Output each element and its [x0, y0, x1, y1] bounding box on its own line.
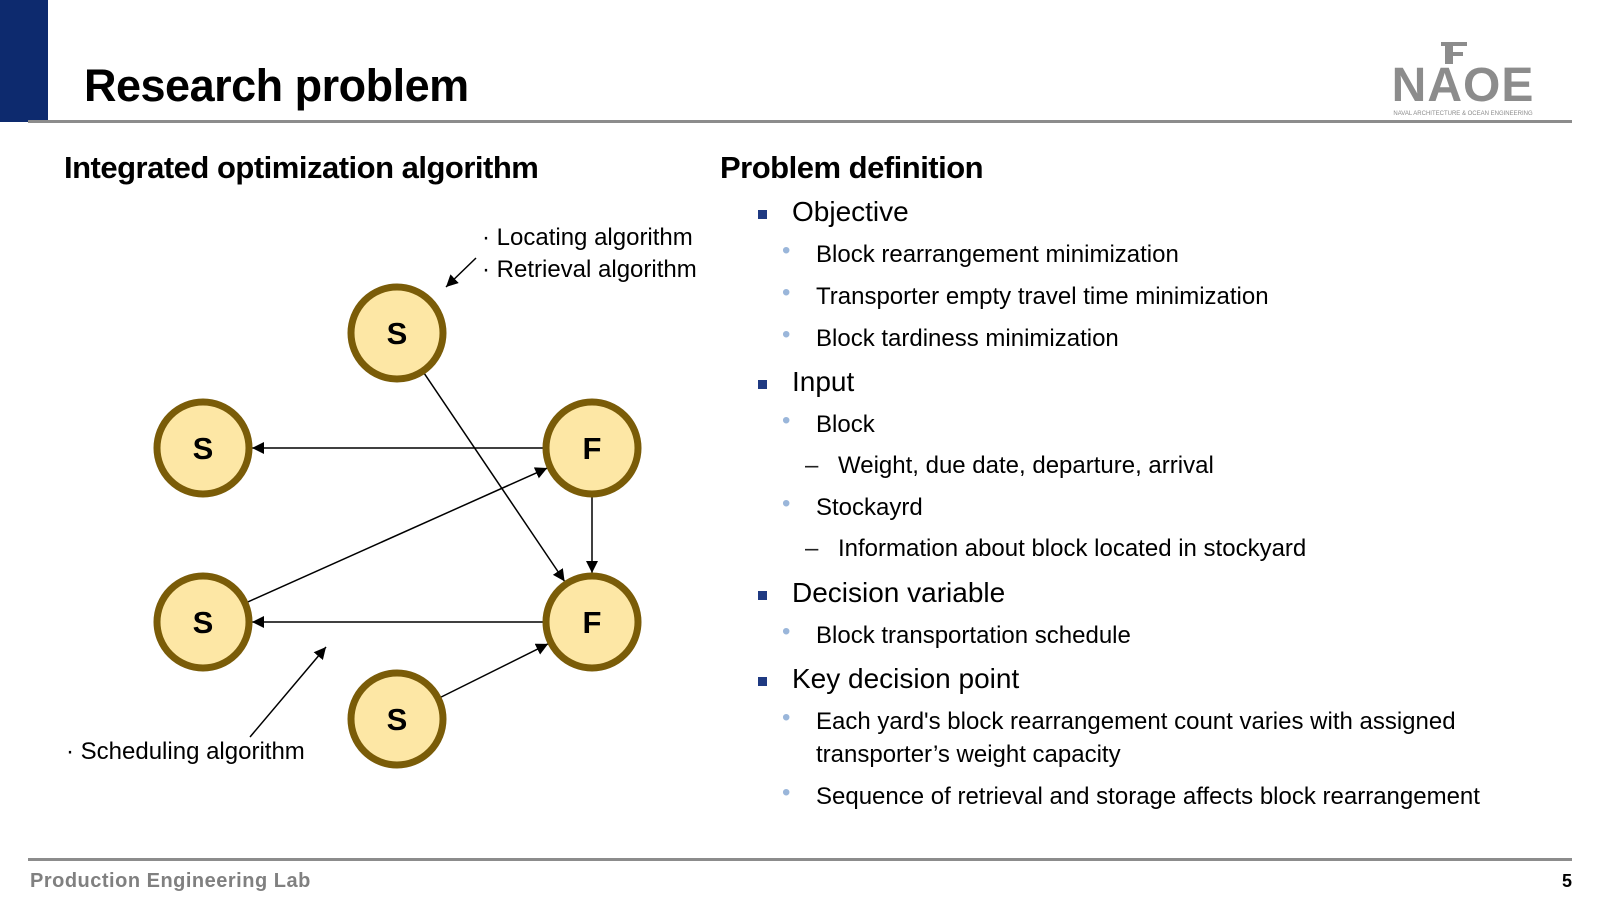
locating-retrieval-pointer-arrow [445, 257, 477, 288]
page-number: 5 [1561, 871, 1572, 891]
node-label: F [583, 605, 602, 640]
footer-lab-name: Production Engineering Lab [30, 870, 311, 892]
logo-text: NAOE [1391, 59, 1535, 112]
outline-item-level-2: Block transportation schedule [756, 618, 1131, 650]
outline-item-level-2: Block tardiness minimization [756, 321, 1119, 353]
algorithm-network-diagram: S S F S F S [153, 257, 642, 769]
node-circle [542, 572, 642, 672]
naoe-logo: NAOE NAVAL ARCHITECTURE & OCEAN ENGINEER… [1378, 40, 1548, 122]
node-label: F [583, 431, 602, 466]
logo-mark-icon [1441, 42, 1467, 64]
outline-item-level-2: Stockayrd [756, 490, 923, 522]
scheduling-pointer-arrow [249, 646, 327, 738]
outline-item-level-2: Sequence of retrieval and storage affect… [756, 779, 1480, 811]
node-f2: F [542, 572, 642, 672]
header-divider [28, 120, 1572, 123]
left-section-heading: Integrated optimization algorithm [64, 150, 539, 185]
outline-item-level-1: Key decision point [756, 663, 1019, 695]
outline-item-level-1: Objective [756, 196, 909, 228]
node-circle [347, 669, 447, 769]
locating-algorithm-label: · Locating algorithm [482, 224, 693, 251]
outline-item-level-2: Each yard's block rearrangement count va… [756, 704, 1456, 736]
footer-divider [28, 858, 1572, 861]
node-f1: F [542, 398, 642, 498]
edge-s3-to-f1 [246, 467, 548, 604]
node-label: S [193, 431, 214, 466]
right-section-heading: Problem definition [720, 150, 984, 185]
node-circle [542, 398, 642, 498]
outline-item-level-1: Decision variable [756, 577, 1005, 609]
node-label: S [387, 316, 408, 351]
corner-accent-bar [0, 0, 48, 122]
outline-item-level-3: Information about block located in stock… [756, 535, 1306, 563]
node-s4: S [347, 669, 447, 769]
logo-subtitle: NAVAL ARCHITECTURE & OCEAN ENGINEERING [1393, 111, 1533, 117]
scheduling-algorithm-label: · Scheduling algorithm [66, 738, 305, 765]
outline-item-level-3: Weight, due date, departure, arrival [756, 452, 1214, 480]
outline-item-level-1: Input [756, 366, 854, 398]
node-circle [347, 283, 447, 383]
slide-title: Research problem [84, 60, 469, 111]
locating-retrieval-note: · Locating algorithm · Retrieval algorit… [482, 222, 697, 286]
outline-item-level-2: transporter’s weight capacity [816, 741, 1121, 768]
edge-s1-to-f2 [423, 372, 566, 582]
node-circle [153, 398, 253, 498]
retrieval-algorithm-label: · Retrieval algorithm [482, 256, 697, 283]
outline-item-level-2: Transporter empty travel time minimizati… [756, 279, 1269, 311]
outline-item-level-2: Block [756, 407, 875, 439]
edge-s4-to-f2 [439, 643, 549, 699]
node-s3: S [153, 572, 253, 672]
node-s2: S [153, 398, 253, 498]
node-circle [153, 572, 253, 672]
node-label: S [387, 702, 408, 737]
node-s1: S [347, 283, 447, 383]
node-label: S [193, 605, 214, 640]
outline-item-level-2: Block rearrangement minimization [756, 237, 1179, 269]
